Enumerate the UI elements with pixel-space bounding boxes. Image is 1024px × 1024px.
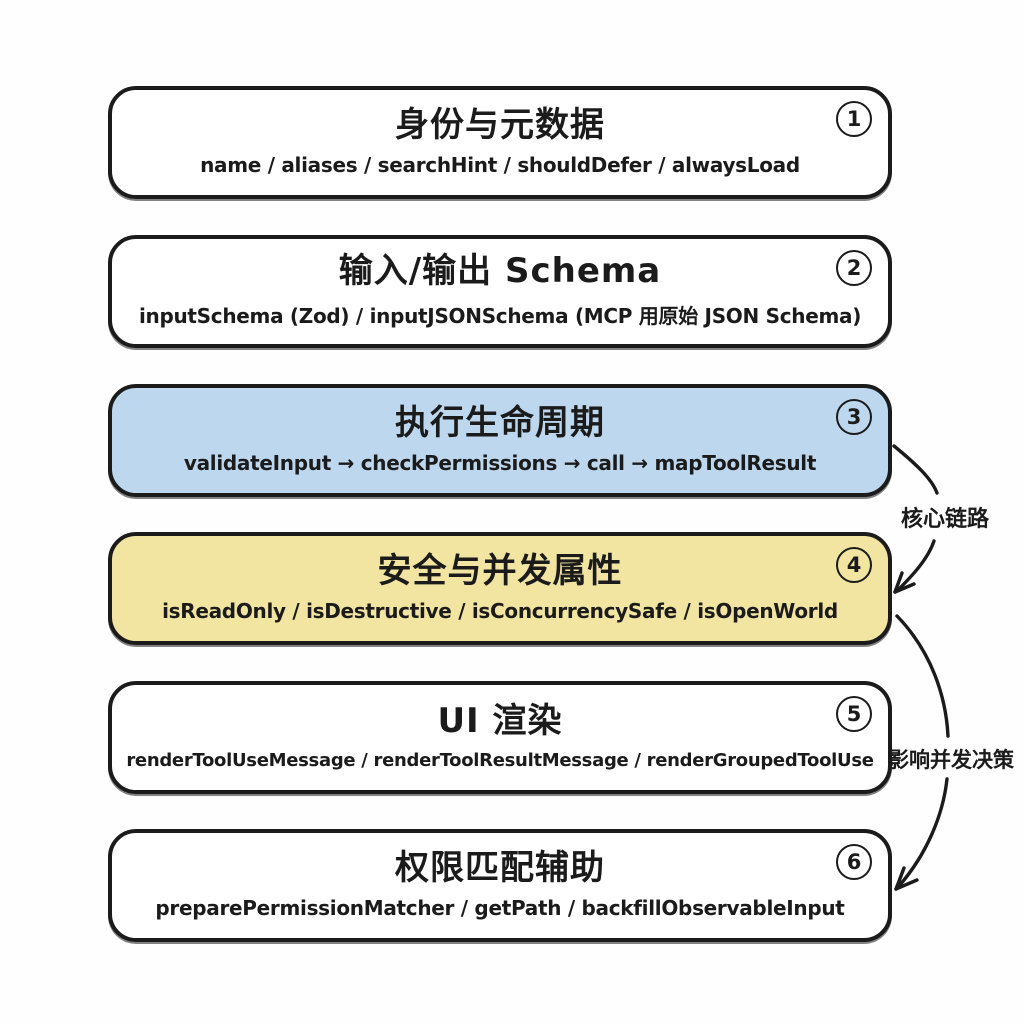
arrow-label-core-chain: 核心链路 <box>901 507 990 532</box>
step-number-badge-2: 2 <box>836 250 872 286</box>
box-subtitle: name / aliases / searchHint / shouldDefe… <box>200 153 800 178</box>
box-safety-concurrency: 4 安全与并发属性 isReadOnly / isDestructive / i… <box>108 532 892 645</box>
box-subtitle: inputSchema (Zod) / inputJSONSchema (MCP… <box>138 303 862 328</box>
box-subtitle: isReadOnly / isDestructive / isConcurren… <box>162 599 838 624</box>
box-title: 输入/输出 Schema <box>338 251 662 292</box>
box-title: 安全与并发属性 <box>377 550 623 591</box>
box-permission-matching: 6 权限匹配辅助 preparePermissionMatcher / getP… <box>108 829 892 942</box>
box-io-schema: 2 输入/输出 Schema inputSchema (Zod) / input… <box>108 235 892 348</box>
step-number-badge-1: 1 <box>836 101 872 137</box>
box-subtitle: preparePermissionMatcher / getPath / bac… <box>155 896 845 921</box>
step-number-badge-4: 4 <box>836 547 872 583</box>
box-title: 权限匹配辅助 <box>395 847 605 888</box>
box-subtitle: validateInput → checkPermissions → call … <box>183 451 817 476</box>
arrow-label-concurrency-decision: 影响并发决策 <box>888 748 1014 772</box>
box-title: UI 渲染 <box>437 701 563 742</box>
step-number-badge-6: 6 <box>836 844 872 880</box>
box-identity-metadata: 1 身份与元数据 name / aliases / searchHint / s… <box>108 86 892 199</box>
step-number-badge-3: 3 <box>836 399 872 435</box>
box-ui-rendering: 5 UI 渲染 renderToolUseMessage / renderToo… <box>108 681 892 794</box>
box-subtitle: renderToolUseMessage / renderToolResultM… <box>126 749 874 771</box>
box-title: 身份与元数据 <box>395 104 605 145</box>
step-number-badge-5: 5 <box>836 696 872 732</box>
box-title: 执行生命周期 <box>395 402 605 443</box>
box-execution-lifecycle: 3 执行生命周期 validateInput → checkPermission… <box>108 384 892 497</box>
